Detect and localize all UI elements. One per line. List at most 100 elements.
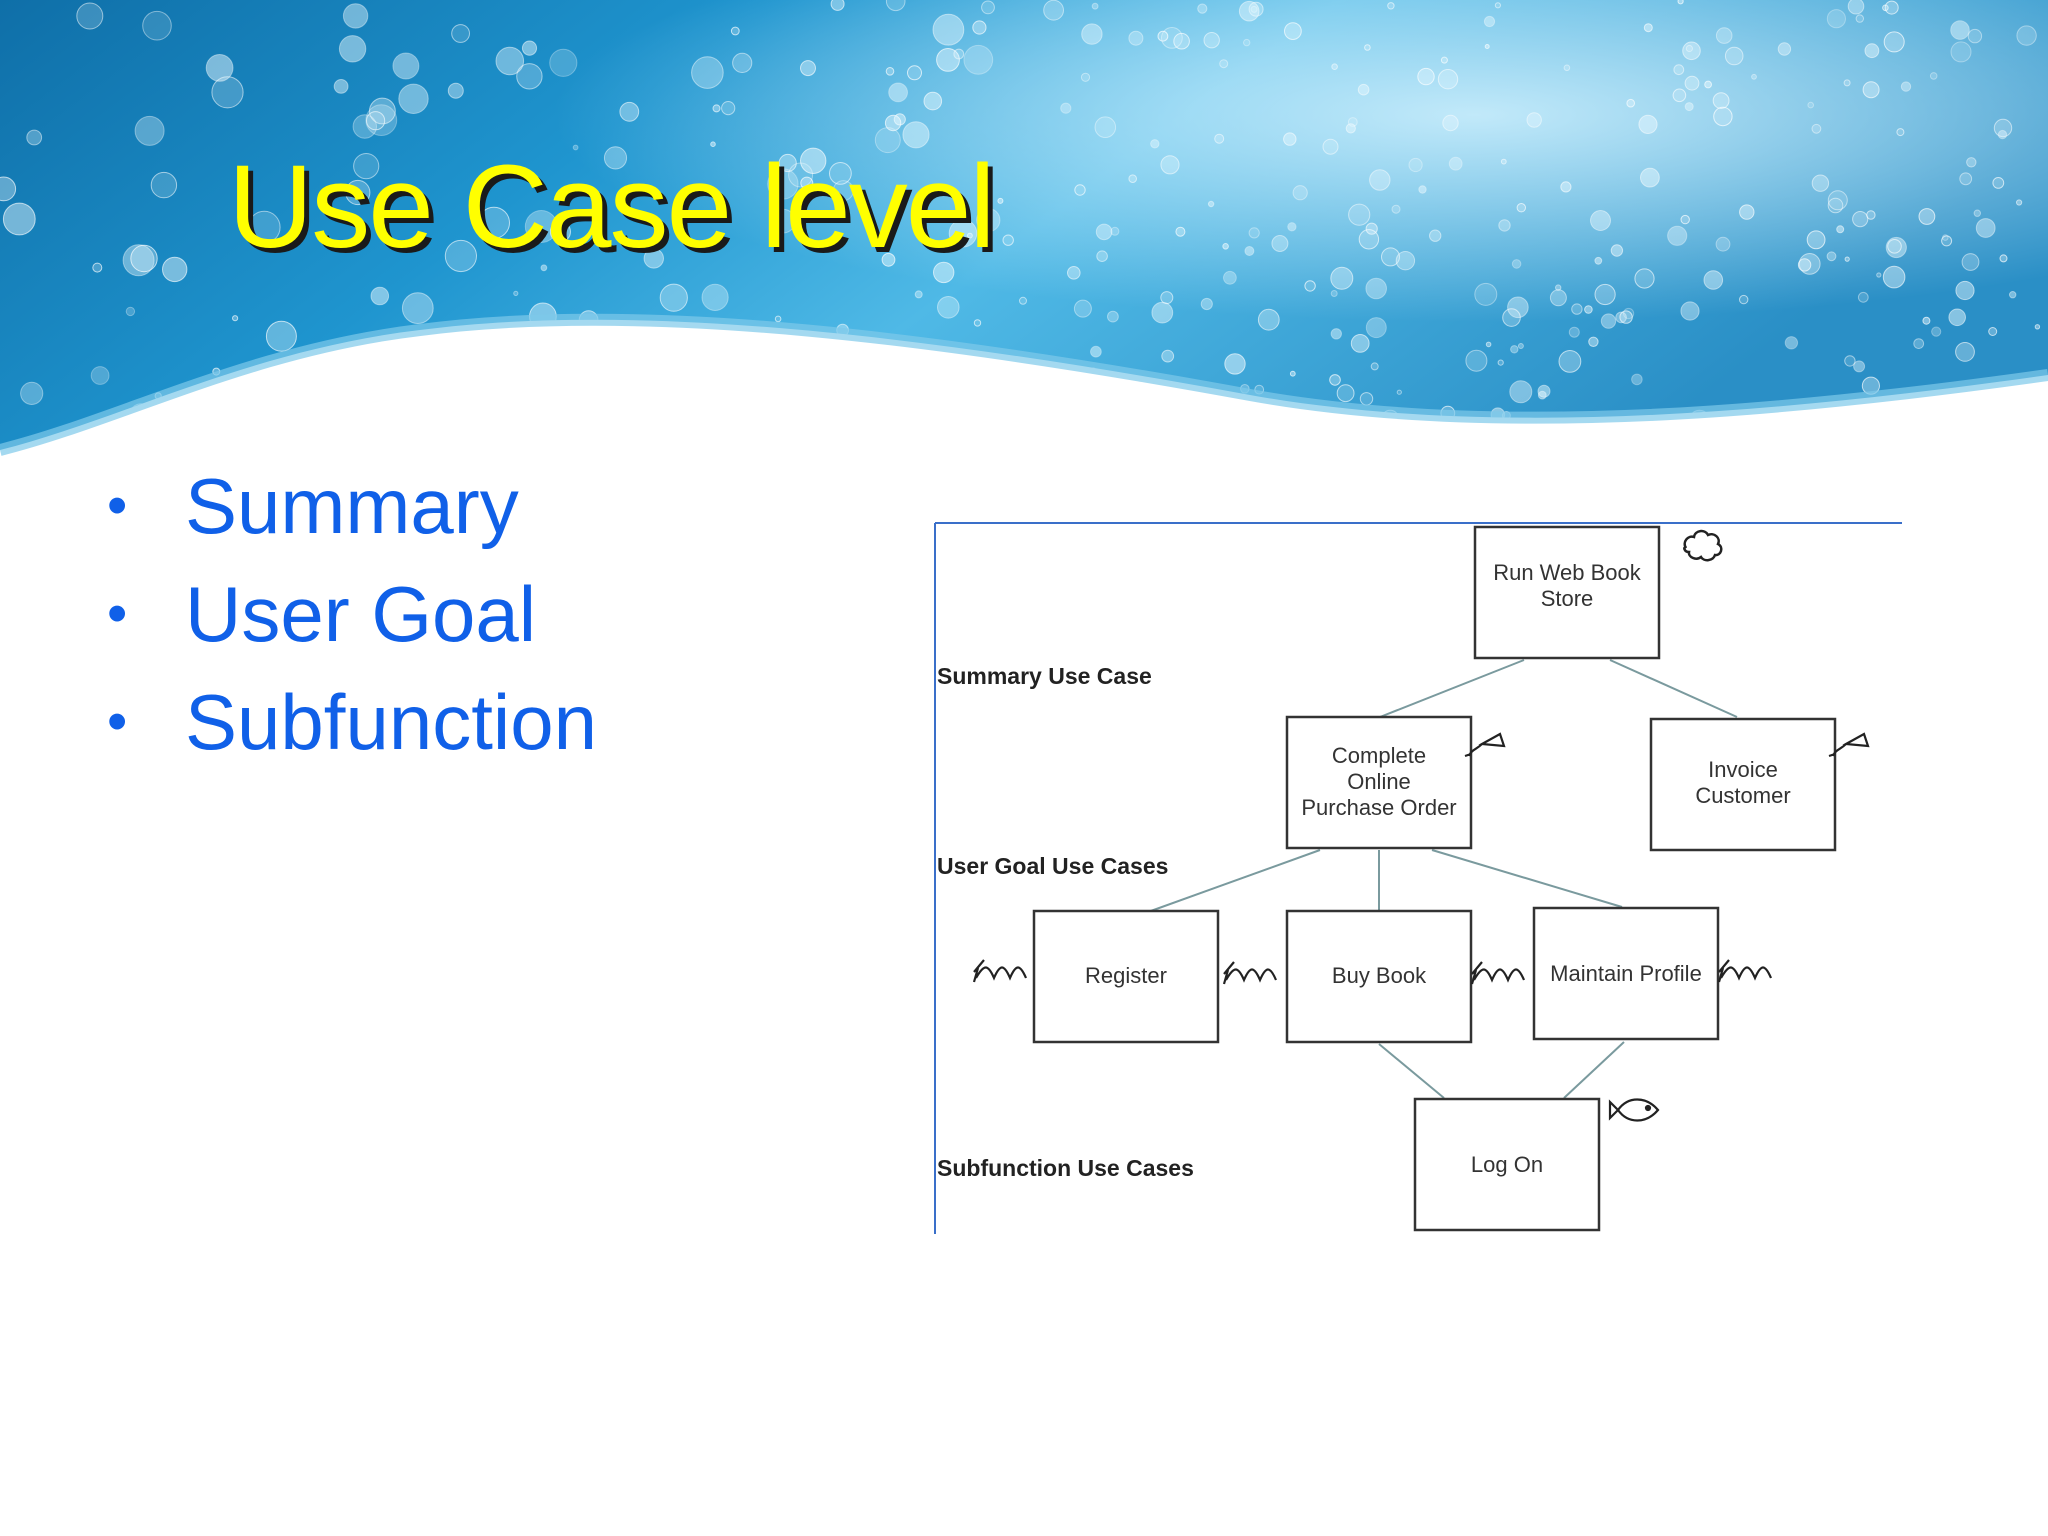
bubble (1973, 419, 1992, 439)
bubble (1271, 235, 1289, 252)
bullet-dot-icon: • (107, 473, 128, 538)
bubble (1713, 106, 1733, 127)
bubble (1896, 128, 1905, 137)
bubble (2034, 324, 2041, 330)
bubble (1510, 345, 1519, 354)
bubble (1941, 235, 1953, 247)
bubble (1996, 426, 2007, 438)
bubble (1429, 229, 1442, 242)
bubble (342, 3, 369, 29)
bubble (785, 351, 807, 372)
bubble (1128, 30, 1144, 46)
bubble (1826, 251, 1837, 262)
bubble (1811, 174, 1830, 192)
bubble (1724, 46, 1744, 66)
bubble (1680, 214, 1690, 225)
bubble (1330, 290, 1338, 297)
bubble (748, 392, 763, 407)
bubble (881, 252, 896, 267)
bubble (2, 202, 36, 236)
bubble (1095, 223, 1113, 241)
wave-icon (1470, 961, 1526, 985)
bubble (1537, 384, 1551, 398)
bubble (1043, 0, 1064, 21)
bubble (549, 221, 572, 243)
bubble (1634, 268, 1655, 289)
bubble (1537, 390, 1547, 400)
bubble (1350, 334, 1370, 353)
bubble (800, 147, 827, 175)
bubble (1704, 80, 1712, 89)
bubble (830, 0, 845, 11)
bubble (1073, 299, 1092, 318)
wave-icon (972, 959, 1028, 983)
bubble (1437, 69, 1459, 90)
bubble (1345, 123, 1356, 134)
bubble (1900, 81, 1912, 92)
use-case-diagram: Summary Use Case User Goal Use Cases Sub… (934, 522, 1902, 1234)
bubble (907, 65, 922, 81)
bubble (1993, 118, 2013, 138)
bubble (1685, 44, 1694, 53)
use-case-box-run-store (1473, 525, 1661, 660)
bubble (451, 24, 471, 43)
bubble (1966, 157, 1977, 168)
bubble (829, 162, 852, 185)
bubble (1516, 203, 1527, 213)
bubble (1955, 280, 1975, 301)
bubble (832, 180, 854, 202)
wave-icon (1222, 961, 1278, 985)
bubble (1631, 373, 1643, 386)
bubble (2016, 25, 2037, 46)
banner-wave-edge (0, 313, 2048, 456)
bubble (976, 208, 1001, 233)
use-case-label: Run Web Book (1493, 560, 1642, 585)
bubble (1852, 211, 1869, 228)
bubble (1365, 317, 1387, 339)
bubble (1287, 222, 1297, 232)
bubble (142, 10, 172, 41)
bubble (1876, 272, 1882, 278)
bubble (1128, 174, 1137, 183)
bubble (477, 206, 510, 239)
bubble (1568, 326, 1580, 338)
bubble (936, 48, 960, 72)
bubble (1827, 197, 1844, 214)
bubble (1200, 297, 1213, 311)
bubble (1826, 9, 1847, 29)
bubble (885, 0, 906, 12)
bubble (1250, 5, 1258, 13)
bubble (1638, 114, 1658, 135)
bubble (1440, 56, 1448, 64)
bubble (1222, 243, 1229, 250)
bubble (778, 153, 797, 173)
bubble (846, 344, 865, 363)
bubble (1883, 31, 1905, 53)
use-case-label: Store (1541, 586, 1594, 611)
bubble (1391, 204, 1401, 214)
level-label-summary: Summary Use Case (937, 663, 1152, 689)
bubble (1497, 359, 1504, 366)
kite-icon (1464, 732, 1506, 758)
bubble (1175, 226, 1186, 237)
bubble (650, 366, 662, 378)
bubble (1992, 177, 2005, 189)
bubble (1680, 301, 1700, 321)
bubble (1703, 270, 1724, 290)
bubble (1975, 218, 1996, 238)
bubble (1667, 225, 1688, 246)
bubble (1959, 172, 1973, 186)
bubble (1387, 2, 1395, 10)
bubble (1844, 256, 1850, 262)
use-case-label: Maintain Profile (1550, 961, 1702, 986)
bubble (1019, 296, 1027, 305)
bubble (1836, 225, 1845, 234)
bubble (549, 48, 578, 77)
bubble (367, 396, 397, 426)
bubble (1988, 327, 1998, 336)
bubble (1509, 380, 1533, 404)
bubble (1640, 431, 1648, 439)
bubble (1806, 230, 1826, 250)
bubble (1369, 169, 1391, 191)
bubble (26, 129, 43, 146)
